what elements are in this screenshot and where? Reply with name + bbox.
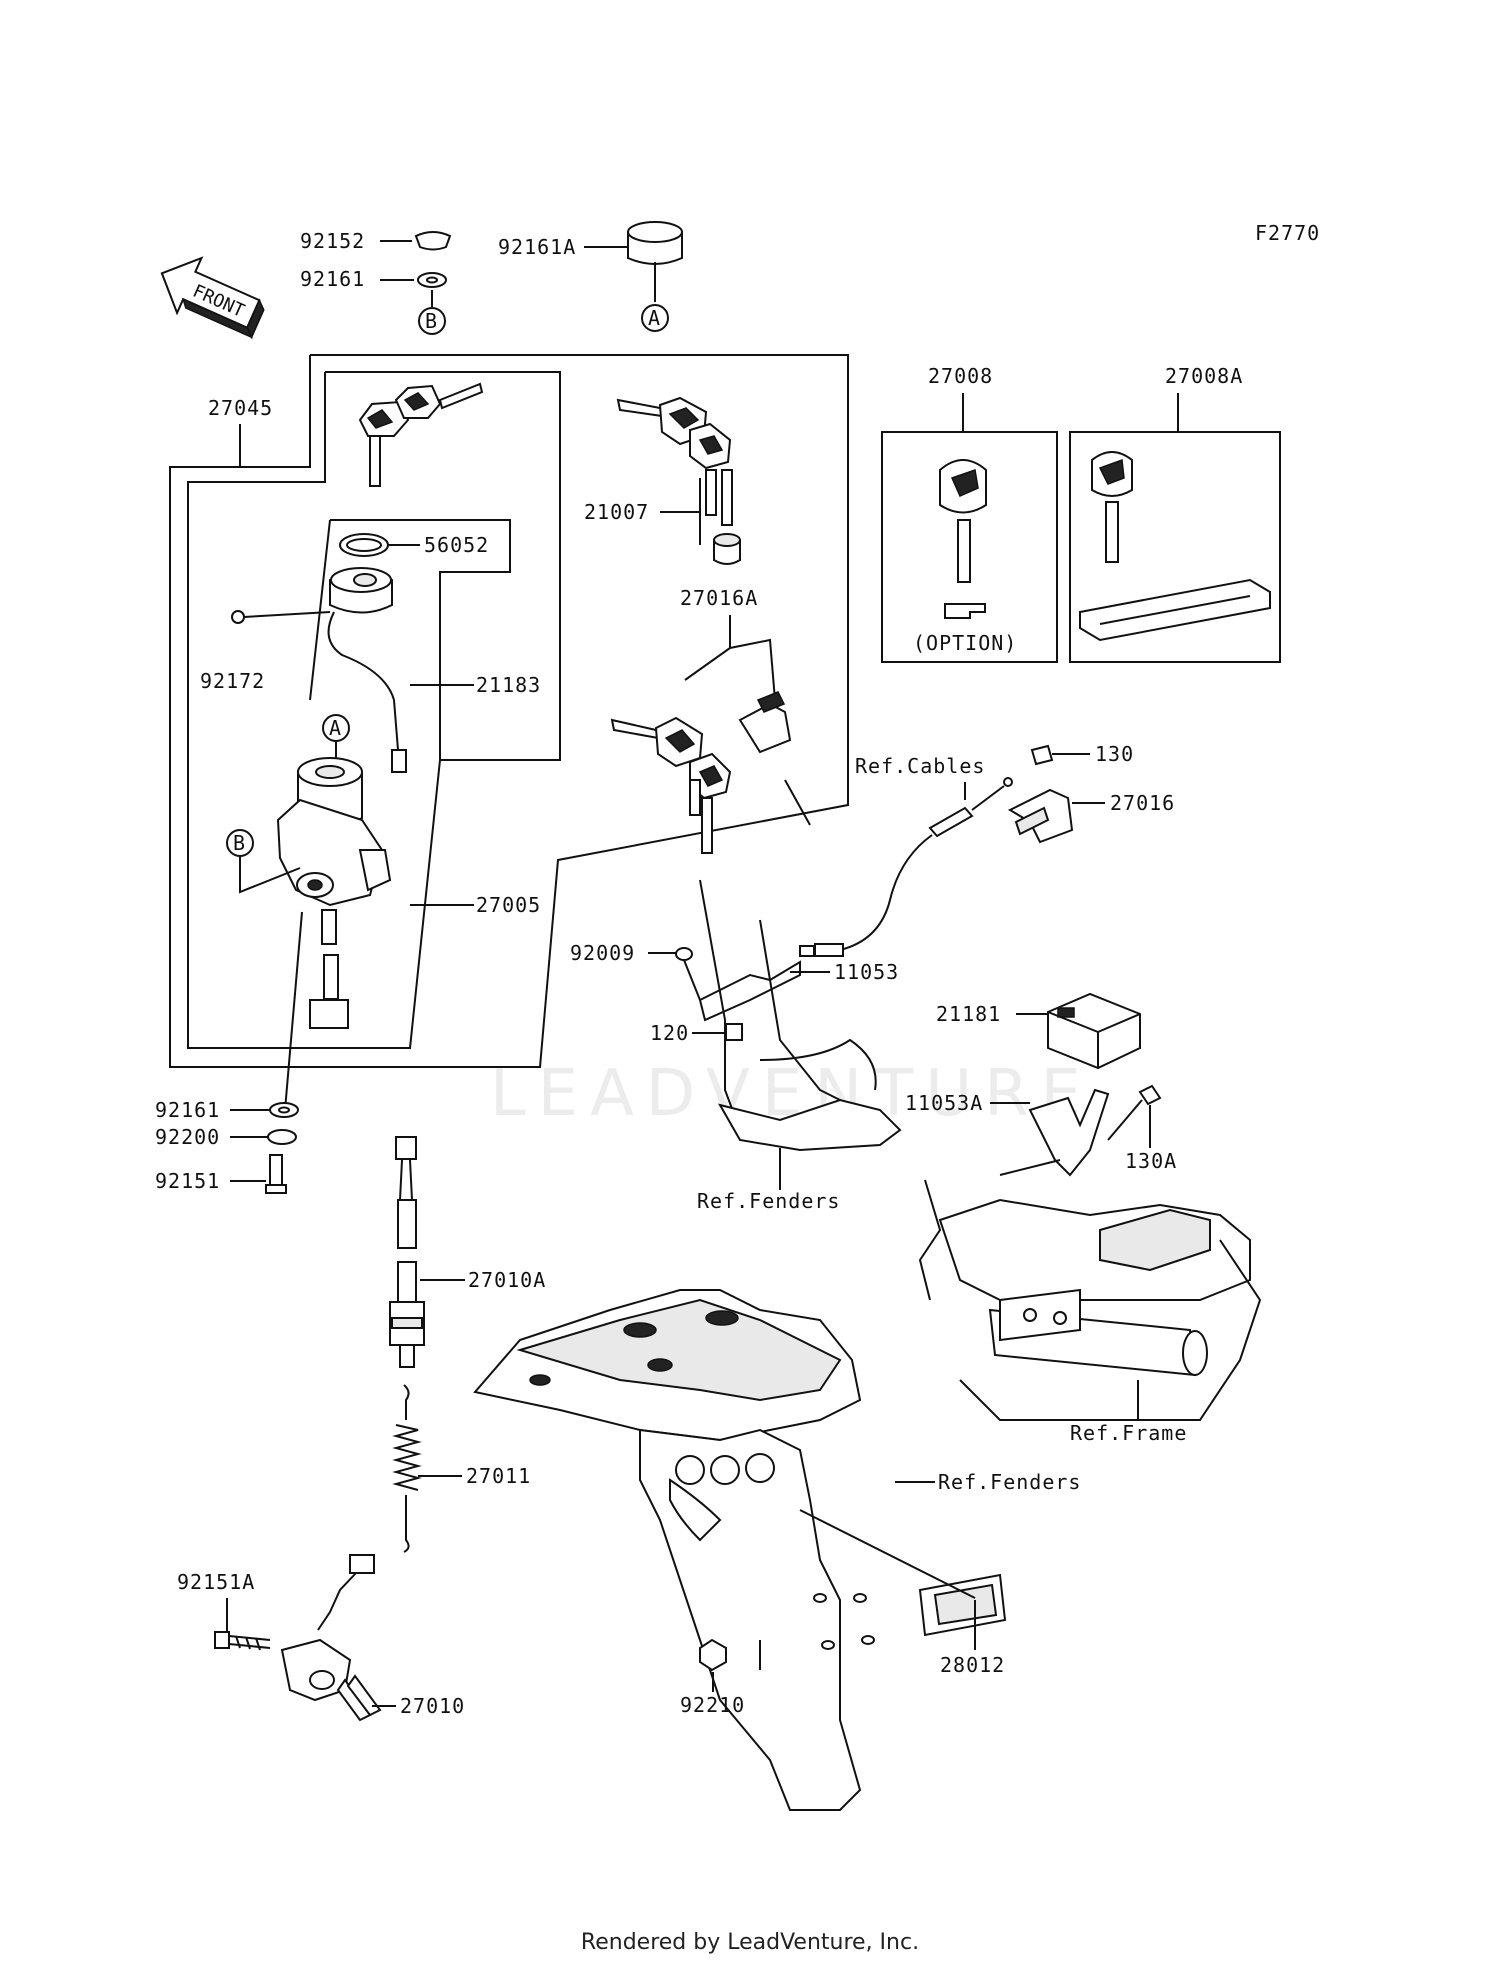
ref-cables-label: Ref.Cables [855, 754, 985, 778]
part-92172: 92172 [200, 610, 331, 693]
ref-fenders-upper-label: Ref.Fenders [697, 1189, 840, 1213]
label-92161-top: 92161 [300, 267, 365, 291]
label-27011: 27011 [466, 1464, 531, 1488]
label-92210: 92210 [680, 1693, 745, 1717]
ref-fenders-upper: Ref.Fenders [697, 879, 902, 1213]
part-11053: 11053 [698, 960, 899, 1022]
label-92151A: 92151A [177, 1570, 255, 1594]
ref-fenders-lower-label: Ref.Fenders [938, 1470, 1081, 1494]
callout-B-top: B [418, 290, 446, 335]
label-28012: 28012 [940, 1653, 1005, 1677]
footer-credit: Rendered by LeadVenture, Inc. [580, 1930, 920, 1955]
part-130A: 130A [1107, 1084, 1177, 1173]
key-set-27005 [358, 382, 484, 487]
part-92152: 92152 [300, 229, 452, 253]
set-boundary-27045 [169, 354, 849, 1068]
part-92161-top: 92161 [300, 267, 447, 291]
label-92152: 92152 [300, 229, 365, 253]
callout-b-letter-mid: B [233, 831, 246, 855]
label-130A: 130A [1125, 1149, 1177, 1173]
label-27005: 27005 [476, 893, 541, 917]
part-120: 120 [650, 1021, 743, 1045]
part-92009: 92009 [570, 941, 701, 1001]
ref-frame: Ref.Frame [918, 1179, 1262, 1445]
part-28012: 28012 [799, 1509, 1007, 1677]
label-130: 130 [1095, 742, 1134, 766]
part-130: 130 [1030, 742, 1134, 766]
callout-b-letter: B [425, 309, 438, 333]
callout-a-letter-top: A [648, 306, 661, 330]
label-27045: 27045 [208, 396, 273, 420]
part-21183: 21183 [327, 567, 541, 773]
label-92200: 92200 [155, 1125, 220, 1149]
label-11053A: 11053A [905, 1091, 983, 1115]
figure-code: F2770 [1255, 221, 1320, 245]
part-92151A: 92151A [177, 1570, 271, 1651]
part-27016A: 27016A [610, 586, 811, 854]
ref-fenders-lower: Ref.Fenders [473, 1289, 1081, 1811]
part-11053A: 11053A [905, 1088, 1110, 1177]
label-27008A: 27008A [1165, 364, 1243, 388]
part-92200: 92200 [155, 1125, 297, 1149]
part-56052: 56052 [339, 533, 489, 557]
part-27008: 27008 (OPTION) [881, 364, 1058, 663]
label-27008: 27008 [928, 364, 993, 388]
callout-a-letter-mid: A [329, 716, 342, 740]
label-92161-low: 92161 [155, 1098, 220, 1122]
label-27016: 27016 [1110, 791, 1175, 815]
label-56052: 56052 [424, 533, 489, 557]
label-27010A: 27010A [468, 1268, 546, 1292]
part-27016: 27016 [1007, 788, 1175, 844]
label-92151: 92151 [155, 1169, 220, 1193]
label-11053: 11053 [834, 960, 899, 984]
label-92009: 92009 [570, 941, 635, 965]
label-92172: 92172 [200, 669, 265, 693]
part-27011: 27011 [392, 1384, 531, 1553]
part-27010A: 27010A [389, 1136, 546, 1368]
label-27010: 27010 [400, 1694, 465, 1718]
label-21183: 21183 [476, 673, 541, 697]
label-120: 120 [650, 1021, 689, 1045]
ref-frame-label: Ref.Frame [1070, 1421, 1187, 1445]
set-boundary-27005 [187, 371, 561, 1049]
part-27005: A 27005 B [226, 714, 541, 1111]
label-27016A: 27016A [680, 586, 758, 610]
label-92161A: 92161A [498, 235, 576, 259]
label-21181: 21181 [936, 1002, 1001, 1026]
set-boundary-21183 [330, 519, 511, 760]
option-label: (OPTION) [913, 631, 1017, 655]
part-92161-low: 92161 [155, 1098, 299, 1122]
ref-cables: Ref.Cables [799, 754, 1013, 957]
part-21007: 21007 [584, 396, 741, 565]
part-27010: 27010 [280, 1554, 465, 1722]
part-27008A: 27008A [1069, 364, 1281, 663]
part-92151: 92151 [155, 1154, 287, 1194]
front-arrow-icon: FRONT [160, 256, 265, 340]
part-21181: 21181 [936, 992, 1141, 1070]
part-92161A: 92161A A [498, 221, 683, 332]
part-92210: 92210 [680, 1638, 745, 1717]
label-21007: 21007 [584, 500, 649, 524]
